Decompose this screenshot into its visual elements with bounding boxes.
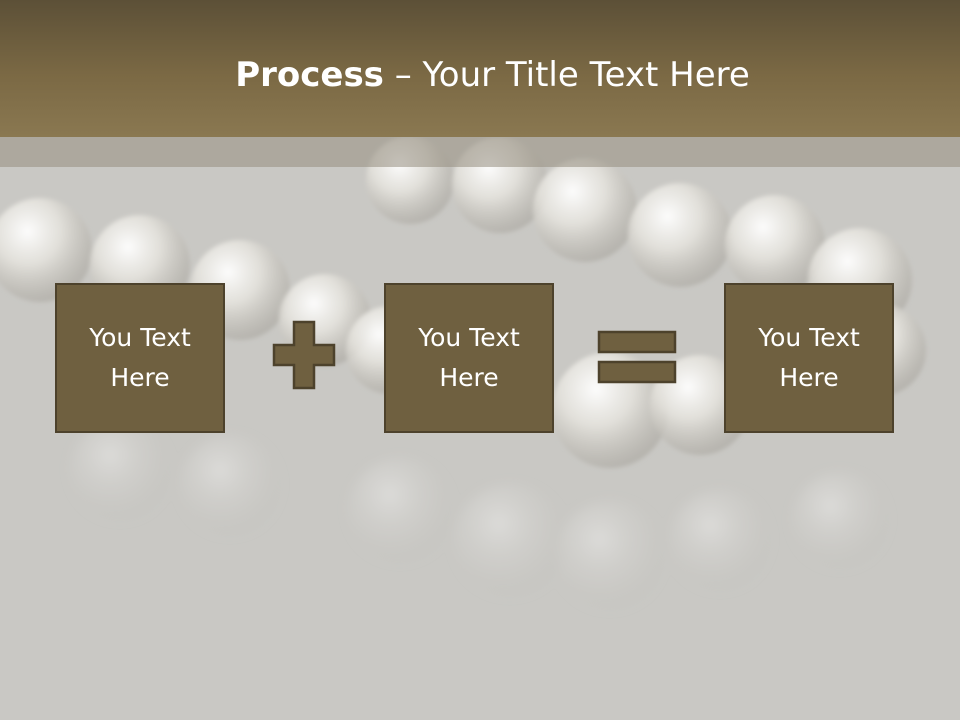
title-band — [0, 0, 960, 137]
title-underband — [0, 137, 960, 167]
box-3-line-2: Here — [779, 363, 839, 392]
box-2-line-2: Here — [439, 363, 499, 392]
box-1-line-1: You Text — [89, 323, 191, 352]
title-bold-text: Process — [235, 55, 384, 95]
equals-icon — [597, 330, 677, 384]
box-2-line-1: You Text — [418, 323, 520, 352]
process-box-3[interactable]: You Text Here — [724, 283, 894, 433]
slide-title[interactable]: Process – Your Title Text Here — [0, 52, 960, 98]
box-3-line-1: You Text — [758, 323, 860, 352]
title-rest-text: – Your Title Text Here — [383, 55, 750, 95]
process-box-1[interactable]: You Text Here — [55, 283, 225, 433]
plus-icon — [272, 320, 336, 390]
process-box-2[interactable]: You Text Here — [384, 283, 554, 433]
box-1-line-2: Here — [110, 363, 170, 392]
